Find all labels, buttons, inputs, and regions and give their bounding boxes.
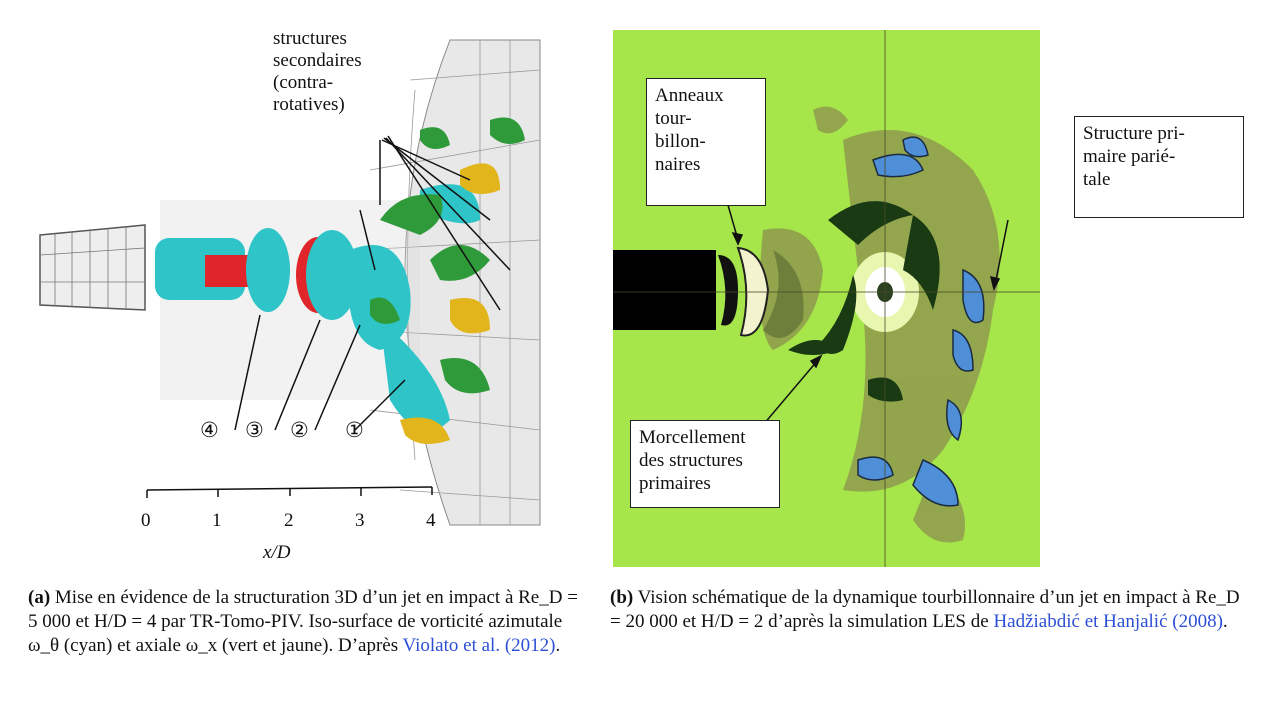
- axial-vortex-structures: [370, 117, 525, 444]
- nozzle-exit: [613, 250, 716, 330]
- callout-morcellement: Morcellement des structures primaires: [630, 420, 780, 508]
- callout-line: maire parié-: [1083, 146, 1176, 167]
- tick-label: 0: [141, 510, 151, 531]
- callout-line: Anneaux: [655, 85, 724, 106]
- x-axis-label: x/D: [263, 542, 291, 563]
- caption-b: (b) Vision schématique de la dynamique t…: [610, 586, 1250, 634]
- leader-lines: [234, 135, 511, 431]
- caption-tag: (a): [28, 587, 51, 608]
- callout-line: Morcellement: [639, 427, 746, 448]
- caption-text: Mise en évidence de la structuration 3D …: [28, 587, 578, 656]
- primary-parietal-structures: [857, 136, 985, 507]
- marker-1: ①: [345, 418, 364, 442]
- nozzle: [39, 224, 146, 311]
- callout-line: billon-: [655, 131, 706, 152]
- callout-line: des structures: [639, 450, 743, 471]
- marker-4: ④: [200, 418, 219, 442]
- marker-2: ②: [290, 418, 309, 442]
- label-line: secondaires: [273, 50, 362, 71]
- caption-end: .: [1222, 611, 1228, 632]
- secondary-structures-label: structures secondaires (contra- rotative…: [273, 28, 362, 116]
- caption-text: Vision schématique de la dynamique tourb…: [610, 587, 1240, 632]
- x-axis: [146, 486, 433, 498]
- callout-line: tale: [1083, 169, 1111, 190]
- callout-line: tour-: [655, 108, 692, 129]
- marker-3: ③: [245, 418, 264, 442]
- callout-anneaux: Anneaux tour- billon- naires: [646, 78, 766, 206]
- tick-label: 4: [426, 510, 436, 531]
- callout-arrows: [727, 204, 1009, 426]
- caption-a: (a) Mise en évidence de la structuration…: [28, 586, 580, 658]
- caption-end: .: [555, 635, 561, 656]
- callout-line: Structure pri-: [1083, 123, 1185, 144]
- label-line: rotatives): [273, 94, 345, 115]
- label-line: (contra-: [273, 72, 334, 93]
- azimuthal-vortex-rings: [155, 184, 480, 432]
- callout-structure-primaire: Structure pri- maire parié- tale: [1074, 116, 1244, 218]
- tick-label: 2: [284, 510, 294, 531]
- caption-tag: (b): [610, 587, 634, 608]
- callout-line: naires: [655, 154, 701, 175]
- callout-line: primaires: [639, 473, 711, 494]
- tick-label: 1: [212, 510, 222, 531]
- citation-link[interactable]: Hadžiabdić et Hanjalić (2008): [993, 611, 1223, 632]
- centre-lines: [613, 30, 1040, 567]
- panel-a-figure: [39, 39, 541, 526]
- tick-label: 3: [355, 510, 365, 531]
- citation-link[interactable]: Violato et al. (2012): [402, 635, 556, 656]
- label-line: structures: [273, 28, 347, 49]
